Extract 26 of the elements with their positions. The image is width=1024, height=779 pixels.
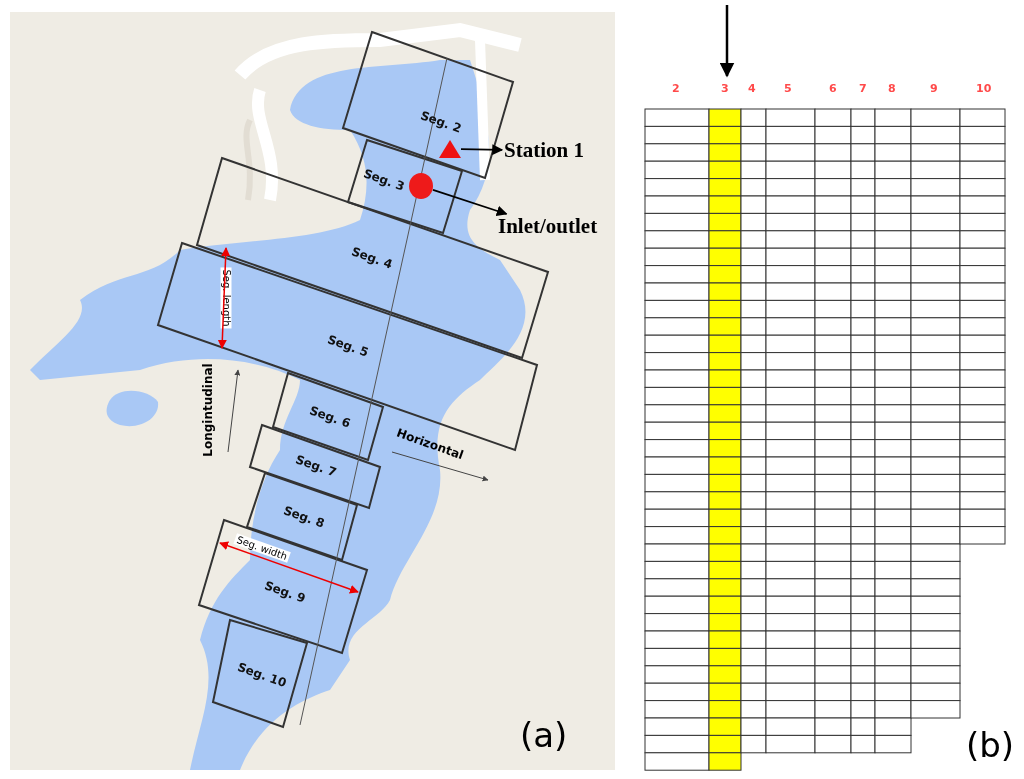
column-number: 5 bbox=[784, 82, 792, 95]
panel-label: (a) bbox=[520, 715, 568, 755]
station-marker bbox=[439, 140, 461, 158]
column-number: 10 bbox=[976, 82, 992, 95]
segment-label: Seg. 3 bbox=[361, 166, 407, 194]
segment-label: Seg. 8 bbox=[281, 503, 327, 531]
arrow bbox=[432, 188, 508, 217]
column-number: 6 bbox=[829, 82, 837, 95]
segment-label: Seg. 6 bbox=[307, 403, 353, 431]
segment-label: Seg. 7 bbox=[293, 452, 339, 480]
arrow bbox=[460, 144, 504, 156]
callout-label: Station 1 bbox=[504, 138, 584, 163]
column-number: 4 bbox=[748, 82, 756, 95]
direction-label: Longintudinal bbox=[201, 363, 215, 457]
segment-label: Seg. 10 bbox=[235, 659, 289, 691]
panel-label: (b) bbox=[966, 725, 1015, 765]
callout-label: Inlet/outlet bbox=[498, 214, 598, 239]
column-number: 9 bbox=[930, 82, 938, 95]
segment-label: Seg. 4 bbox=[349, 244, 395, 272]
column-number: 3 bbox=[721, 82, 729, 95]
segment-label: Seg. 2 bbox=[418, 108, 464, 136]
column-number: 8 bbox=[888, 82, 896, 95]
segment-label: Seg. 5 bbox=[325, 332, 371, 360]
segment-label: Seg. 9 bbox=[262, 578, 308, 606]
column-number: 7 bbox=[859, 82, 867, 95]
column-number: 2 bbox=[672, 82, 680, 95]
